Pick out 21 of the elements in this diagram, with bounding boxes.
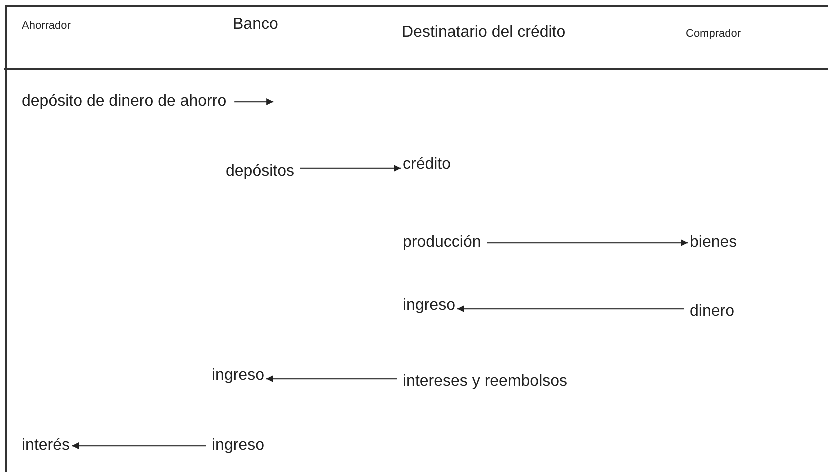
column-heading: Banco (233, 16, 278, 34)
flow-label: producción (403, 234, 482, 252)
flow-label: intereses y reembolsos (403, 373, 568, 391)
column-heading: Destinatario del crédito (402, 24, 566, 42)
flow-label: ingreso (212, 437, 264, 455)
flow-label: depósitos (226, 163, 294, 181)
flow-label: dinero (690, 303, 734, 321)
column-heading: Ahorrador (22, 20, 71, 32)
arrow (300, 165, 401, 172)
flow-label: crédito (403, 156, 452, 174)
arrow (457, 306, 684, 312)
arrow (266, 376, 397, 382)
flow-label: ingreso (212, 367, 264, 385)
flow-label: ingreso (403, 297, 456, 315)
flow-label: interés (22, 437, 70, 455)
arrow (487, 240, 688, 246)
arrow (72, 442, 206, 450)
column-heading: Comprador (686, 28, 742, 40)
flow-label: bienes (690, 234, 738, 252)
flow-label: depósito de dinero de ahorro (22, 93, 227, 111)
arrow (234, 98, 274, 106)
